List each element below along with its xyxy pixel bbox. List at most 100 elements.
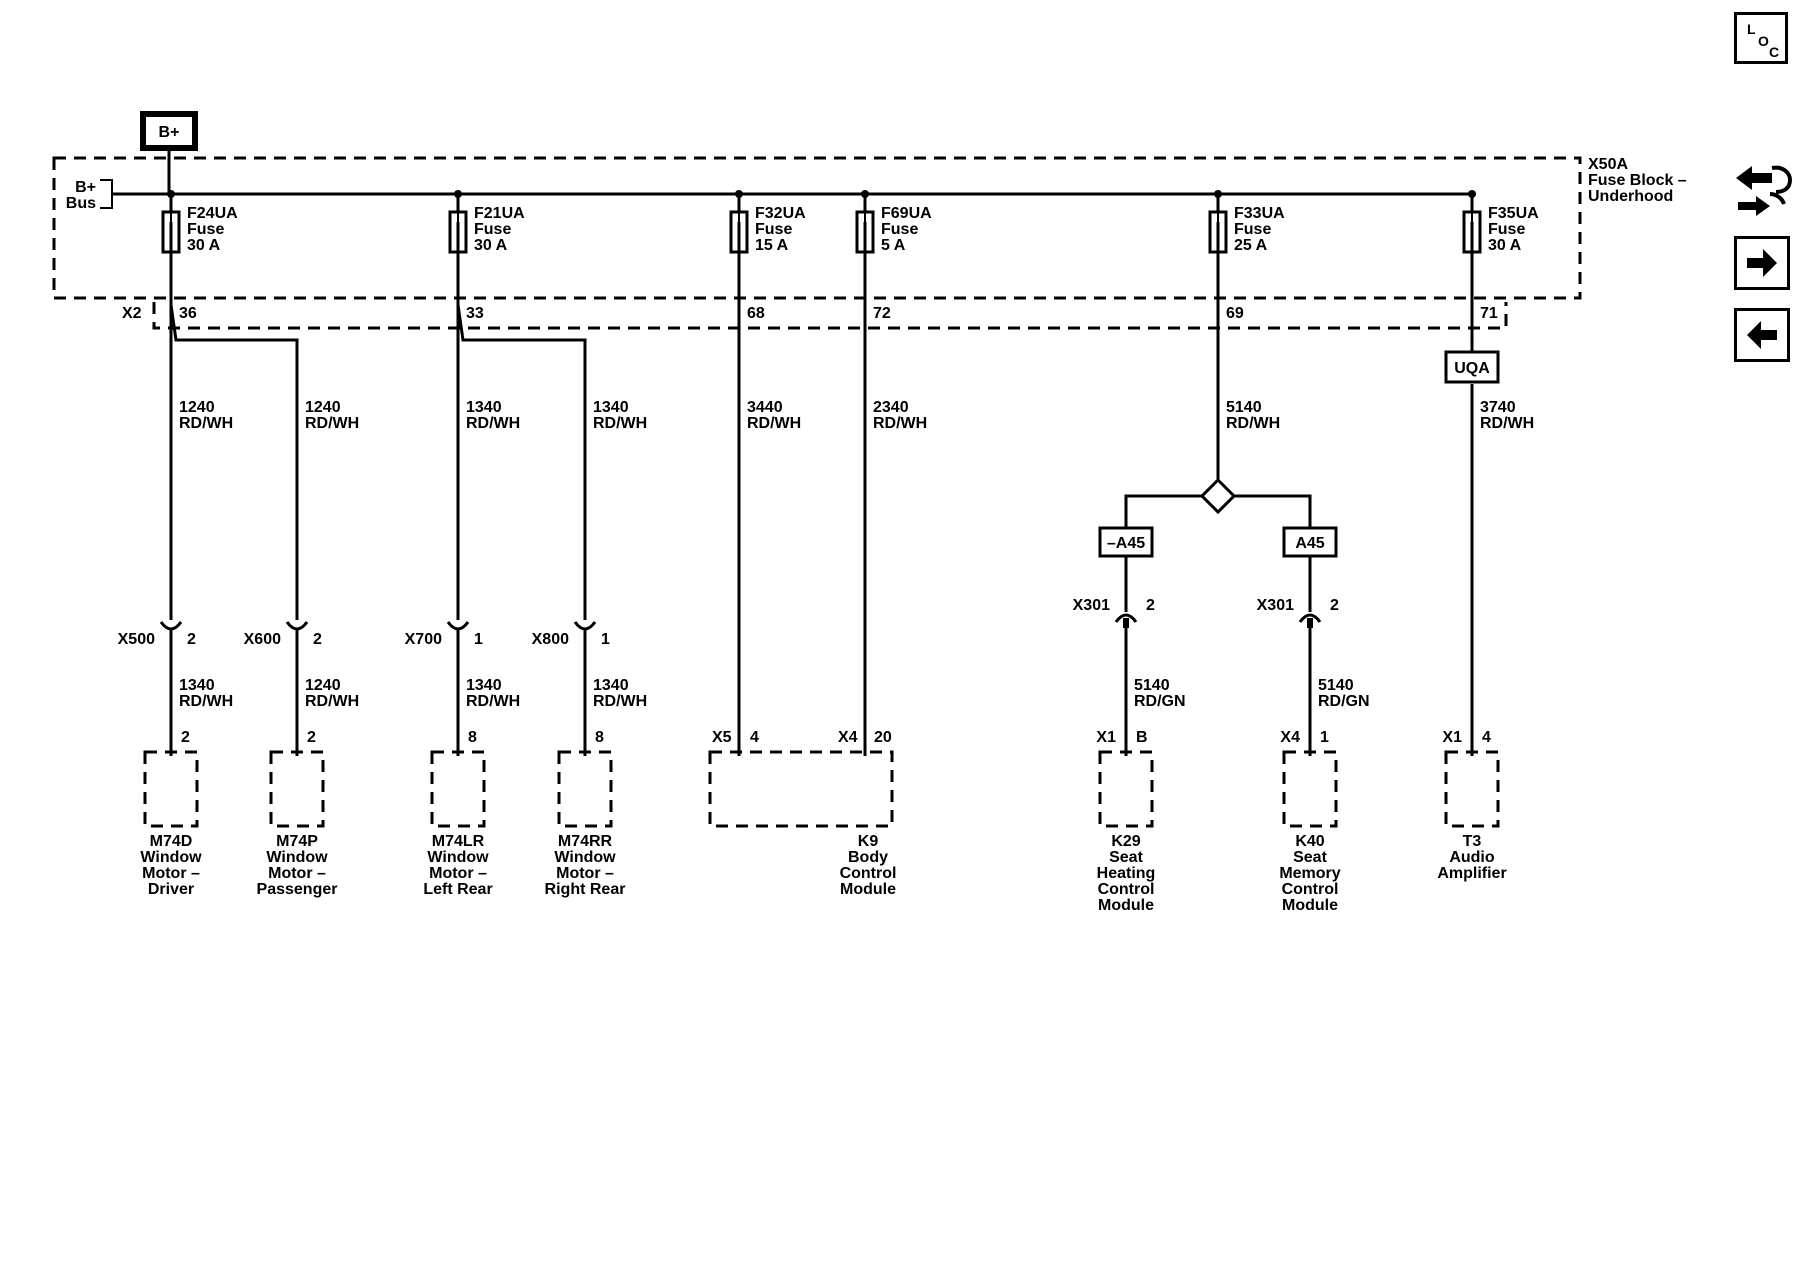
component-name-line: M74P <box>276 833 318 850</box>
component-name-line: Passenger <box>257 881 338 898</box>
component-name-line: Seat <box>1109 849 1143 866</box>
uqa-option-label: UQA <box>1454 360 1490 377</box>
component-name-line: M74D <box>150 833 193 850</box>
wire-color: RD/WH <box>593 415 647 432</box>
option-a45 <box>1282 526 1338 558</box>
power-source-label: B+ <box>159 124 180 141</box>
component-name-line: Heating <box>1097 865 1156 882</box>
fuse-id: F35UA <box>1488 205 1539 222</box>
component-name-line: Seat <box>1293 849 1327 866</box>
lower-wire-circuit: 1340 <box>466 677 502 694</box>
inline-connector-pin: 1 <box>601 631 610 648</box>
wire-circuit: 3440 <box>747 399 783 416</box>
component-name-line: Module <box>1098 897 1154 914</box>
fuse-rating: 25 A <box>1234 237 1268 254</box>
component-name-line: M74RR <box>558 833 613 850</box>
component-name-line: K40 <box>1295 833 1324 850</box>
k9-name-2: Body <box>848 849 888 866</box>
component-connector: X1 <box>1442 729 1462 746</box>
fuse-rating: 30 A <box>474 237 508 254</box>
arrow-left-icon <box>1747 321 1777 349</box>
component-name-line: Right Rear <box>545 881 626 898</box>
component-pin: 8 <box>595 729 604 746</box>
wire-circuit: 1340 <box>466 399 502 416</box>
connector-x2-label: X2 <box>122 305 142 322</box>
fuse-id: F32UA <box>755 205 806 222</box>
fuse-id: F24UA <box>187 205 238 222</box>
k9-conn-1: X5 <box>712 729 732 746</box>
lower-wire-labels: 1340RD/WH1240RD/WH1340RD/WH1340RD/WH5140… <box>179 677 1370 710</box>
inline-connector-id: X600 <box>244 631 281 648</box>
component-pin: 8 <box>468 729 477 746</box>
uqa-option: UQA <box>1444 350 1500 384</box>
component-name-line: Audio <box>1449 849 1495 866</box>
fuse-id: F33UA <box>1234 205 1285 222</box>
component-name-line: M74LR <box>432 833 485 850</box>
wire-color: RD/WH <box>1226 415 1280 432</box>
inline-connector-id: X301 <box>1073 597 1110 614</box>
k9-pin-2: 20 <box>874 729 892 746</box>
connector-tool-icon <box>1736 165 1793 216</box>
fuse-type: Fuse <box>1234 221 1271 238</box>
component-name-line: Motor – <box>429 865 487 882</box>
fuse-type: Fuse <box>881 221 918 238</box>
k9-name-1: K9 <box>858 833 879 850</box>
lower-wire-circuit: 1340 <box>593 677 629 694</box>
fuse-type: Fuse <box>1488 221 1525 238</box>
fuse-rating: 5 A <box>881 237 906 254</box>
fuse-id: F21UA <box>474 205 525 222</box>
next-page-button[interactable] <box>1734 236 1790 290</box>
fuse-type: Fuse <box>187 221 224 238</box>
wire-color: RD/WH <box>305 415 359 432</box>
lower-wire-color: RD/WH <box>305 693 359 710</box>
lower-wire-color: RD/WH <box>179 693 233 710</box>
inline-connector-id: X700 <box>405 631 442 648</box>
component-name-line: Left Rear <box>423 881 492 898</box>
fuse-cavity-pin: 71 <box>1480 305 1498 322</box>
component-name-line: Module <box>1282 897 1338 914</box>
fuse-cavity-pin: 68 <box>747 305 765 322</box>
lower-wire-color: RD/GN <box>1318 693 1370 710</box>
k9-pin-1: 4 <box>750 729 759 746</box>
component-pin: 2 <box>181 729 190 746</box>
location-icon-c: C <box>1769 44 1780 60</box>
fuse-cavity-pin: 36 <box>179 305 197 322</box>
inline-connector-pin: 2 <box>187 631 196 648</box>
fuse-type: Fuse <box>755 221 792 238</box>
component-name-line: Motor – <box>142 865 200 882</box>
wire-color: RD/WH <box>873 415 927 432</box>
component-pin: 1 <box>1320 729 1329 746</box>
lower-wire-circuit: 5140 <box>1318 677 1354 694</box>
previous-page-button[interactable] <box>1734 308 1790 362</box>
lower-wire-color: RD/WH <box>466 693 520 710</box>
wire-circuit: 3740 <box>1480 399 1516 416</box>
fuse-cavity-pin: 69 <box>1226 305 1244 322</box>
loc-button[interactable]: L O C <box>1734 12 1788 64</box>
component-name-line: Driver <box>148 881 194 898</box>
wire-circuit: 1240 <box>305 399 341 416</box>
wire-color: RD/WH <box>1480 415 1534 432</box>
option-not-a45-label: –A45 <box>1107 535 1145 552</box>
connector-tool-button[interactable] <box>1732 158 1794 218</box>
arrow-right-icon <box>1747 249 1777 277</box>
component-name-line: Control <box>1282 881 1339 898</box>
location-icon-o: O <box>1758 33 1769 49</box>
component-name-line: Motor – <box>268 865 326 882</box>
lower-wire-circuit: 1240 <box>305 677 341 694</box>
k9-name-3: Control <box>840 865 897 882</box>
